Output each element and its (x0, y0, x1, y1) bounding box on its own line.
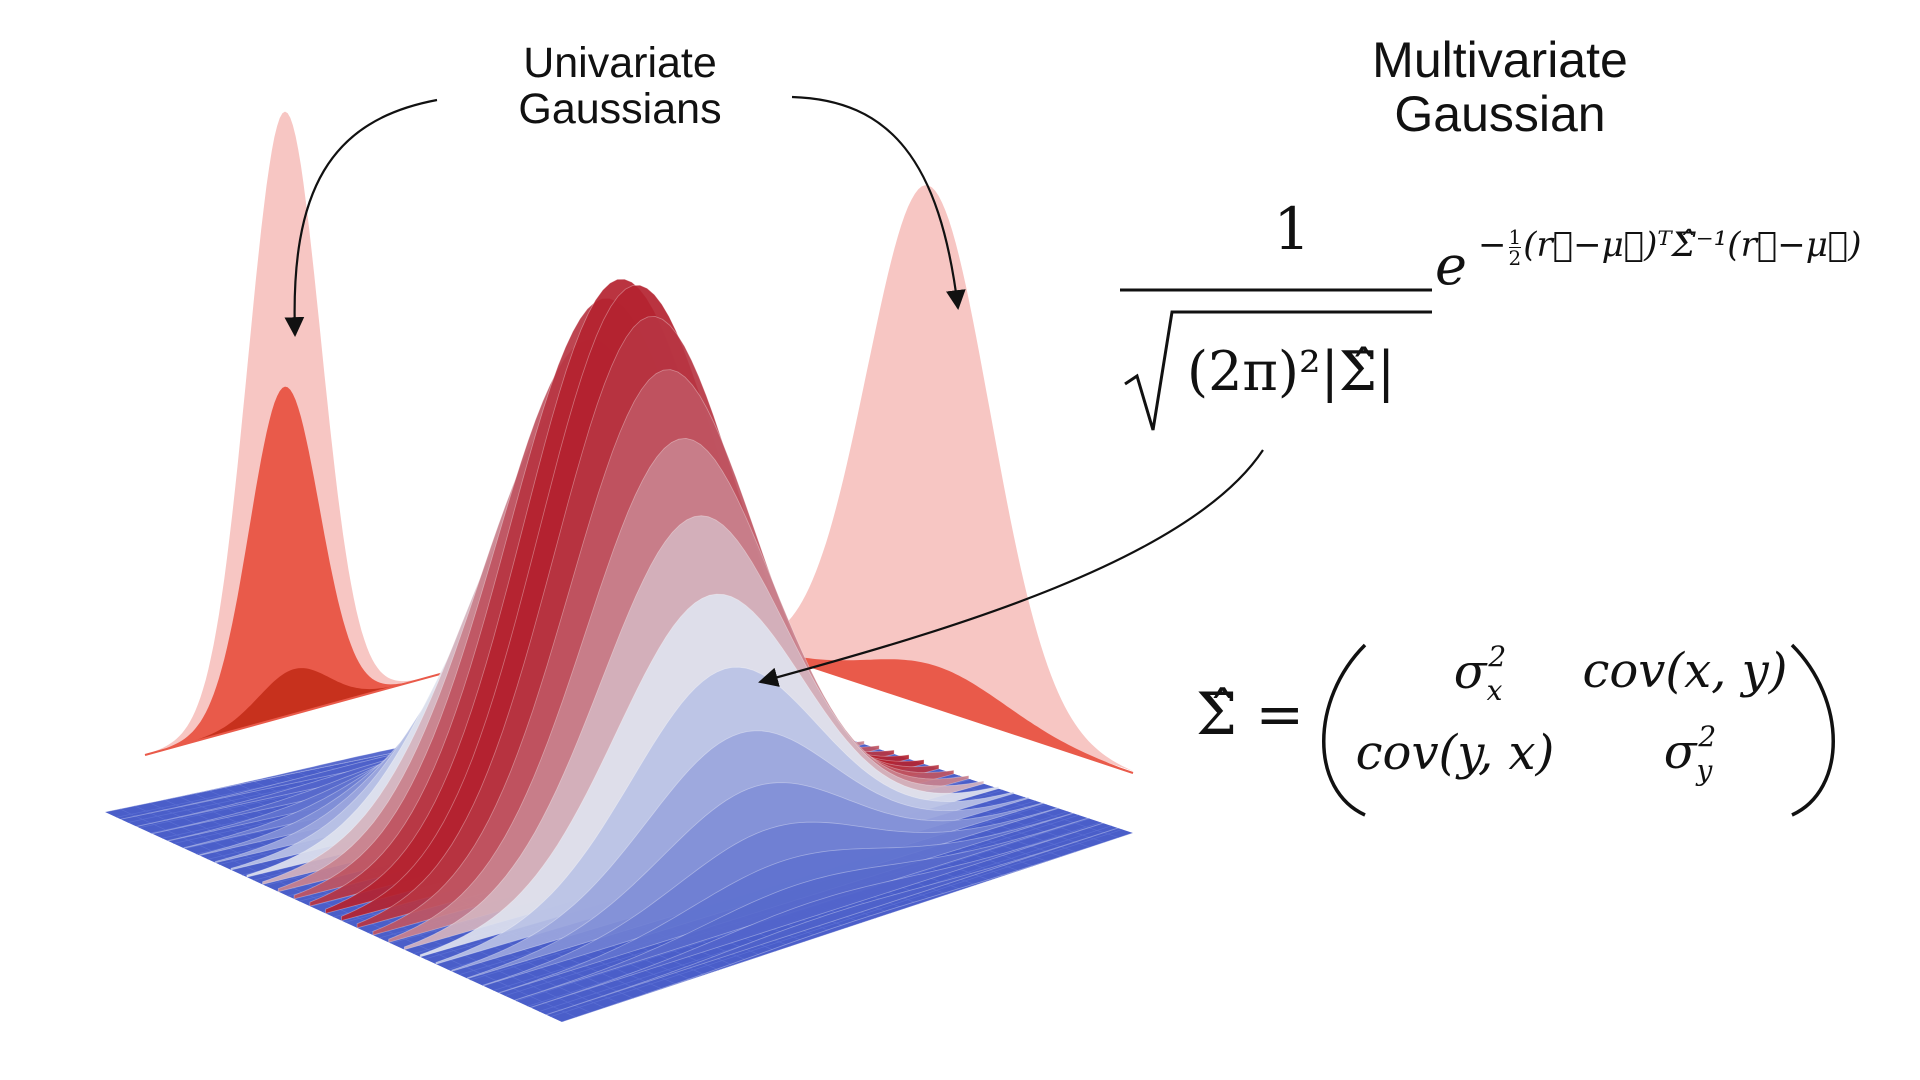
sigma-y-subscript: y (1696, 754, 1713, 787)
sigma-y-superscript: 2 (1698, 720, 1717, 753)
sigma-y-base: σ (1663, 724, 1697, 780)
surface-slice (561, 832, 1134, 1023)
matrix-cell-sigma-y: σy2 (1610, 720, 1770, 787)
matrix-cell-cov-xy: cov(x, y) (1582, 643, 1788, 699)
grid-line (550, 829, 1123, 1018)
half-numerator: 1 (1508, 224, 1522, 249)
formula-exp-base: e (1435, 234, 1467, 297)
square-root-sign (1124, 310, 1432, 431)
matrix-left-paren (1322, 643, 1367, 817)
right-marginal-light-curve (724, 185, 1133, 771)
gaussian-surface (104, 278, 1134, 1023)
left-marginal-mid-curve (145, 386, 462, 755)
sigma-x-subscript: x (1486, 674, 1503, 707)
formula-numerator: 1 (1273, 195, 1311, 263)
matrix-cell-sigma-x: σx2 (1400, 640, 1560, 707)
arrow-to-right-marginal (791, 95, 966, 310)
half-denominator: 2 (1508, 245, 1522, 270)
formula-denominator: (2π)²|Σ̂| (1187, 340, 1396, 403)
arrow-to-left-marginal (284, 98, 438, 337)
covariance-lhs: Σ̂ = (1196, 680, 1305, 748)
univariate-label: Univariate Gaussians (518, 39, 722, 134)
sigma-x-superscript: 2 (1488, 640, 1507, 673)
matrix-right-paren (1790, 643, 1835, 817)
surface-slice (545, 827, 1119, 1016)
exponent-quadratic-form: (r⃗−μ⃗)ᵀΣ̂⁻¹(r⃗−μ⃗) (1523, 225, 1862, 265)
left-marginal-gaussian (144, 111, 463, 756)
multivariate-label: Multivariate Gaussian (1372, 32, 1628, 142)
left-marginal-baseline (144, 667, 463, 756)
exponent-sign: − (1478, 225, 1507, 265)
sigma-x-base: σ (1453, 644, 1487, 700)
matrix-cell-cov-yx: cov(y, x) (1355, 725, 1555, 781)
arrow-formula-to-surface (758, 449, 1264, 687)
surface-slice (529, 822, 1104, 1009)
